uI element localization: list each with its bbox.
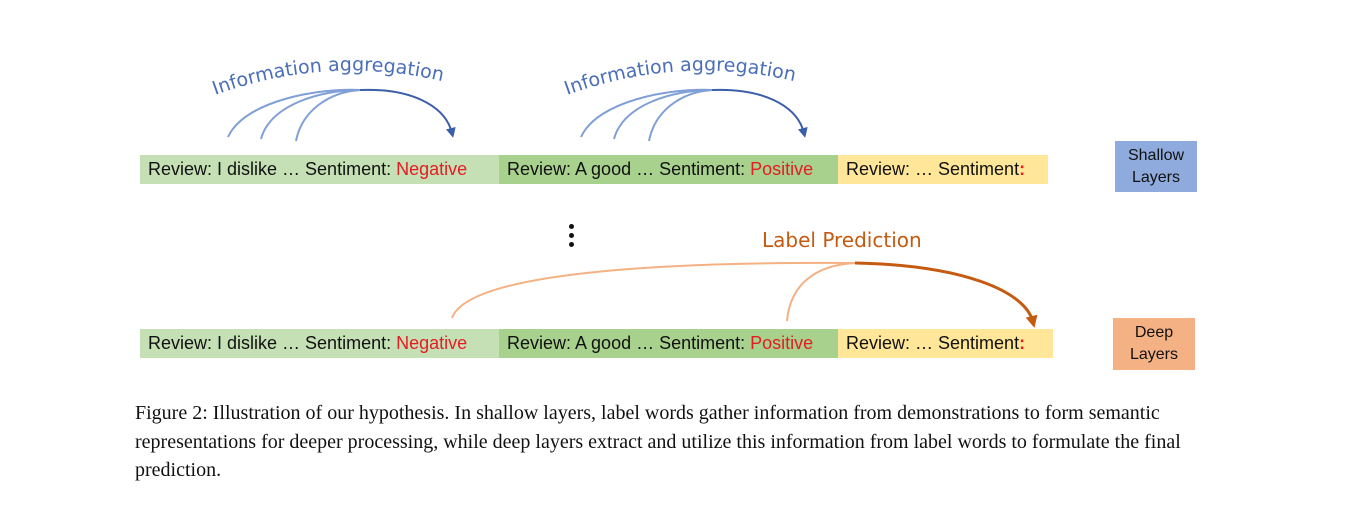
segment-text: Review: I dislike … Sentiment: <box>148 159 397 179</box>
prediction-arc-positive <box>786 262 856 322</box>
segment-text: Review: … Sentiment <box>846 333 1020 353</box>
shallow-demo-positive: Review: A good … Sentiment: Positive <box>499 155 838 184</box>
label-prediction-title: Label Prediction <box>762 228 922 252</box>
aggregation-arc <box>295 89 361 142</box>
shallow-demo-negative: Review: I dislike … Sentiment: Negative <box>140 155 499 184</box>
aggregation-arc <box>648 89 713 142</box>
aggregation-arrows-1 <box>227 88 456 142</box>
shallow-query: Review: … Sentiment: <box>838 155 1048 184</box>
aggregation-arc <box>613 89 713 140</box>
prediction-arrows <box>451 261 1038 328</box>
segment-text: Review: A good … Sentiment: <box>507 333 751 353</box>
label-word-positive: Positive <box>750 333 814 353</box>
label-word-positive: Positive <box>750 159 814 179</box>
prediction-arc-negative <box>451 261 856 319</box>
aggregation-arrow <box>711 88 808 138</box>
deep-demo-positive: Review: A good … Sentiment: Positive <box>499 329 838 358</box>
aggregation-arc <box>227 88 361 138</box>
query-colon: : <box>1019 333 1026 353</box>
aggregation-label-2: Information aggregation <box>561 54 798 100</box>
query-colon: : <box>1019 159 1026 179</box>
aggregation-arc <box>580 88 713 138</box>
aggregation-arrows-2 <box>580 88 808 142</box>
deep-demo-negative: Review: I dislike … Sentiment: Negative <box>140 329 499 358</box>
segment-text: Review: … Sentiment <box>846 159 1020 179</box>
aggregation-arrow <box>359 88 456 138</box>
shallow-layers-line2: Layers <box>1131 168 1181 186</box>
segment-text: Review: A good … Sentiment: <box>507 159 751 179</box>
aggregation-label-1: Information aggregation <box>209 54 446 100</box>
deep-layers-line2: Layers <box>1129 346 1179 363</box>
figure-caption: Figure 2: Illustration of our hypothesis… <box>135 402 1181 481</box>
deep-layers-box: Deep Layers <box>1113 318 1195 370</box>
shallow-layers-box: Shallow Layers <box>1115 141 1197 192</box>
label-word-negative: Negative <box>396 333 468 353</box>
deep-query: Review: … Sentiment: <box>838 329 1053 358</box>
deep-layers-line1: Deep <box>1134 324 1174 341</box>
shallow-layers-line1: Shallow <box>1127 146 1185 164</box>
prediction-arrow <box>854 261 1038 328</box>
vertical-ellipsis-icon <box>566 222 578 250</box>
label-word-negative: Negative <box>396 159 468 179</box>
segment-text: Review: I dislike … Sentiment: <box>148 333 397 353</box>
aggregation-arc <box>260 89 361 140</box>
